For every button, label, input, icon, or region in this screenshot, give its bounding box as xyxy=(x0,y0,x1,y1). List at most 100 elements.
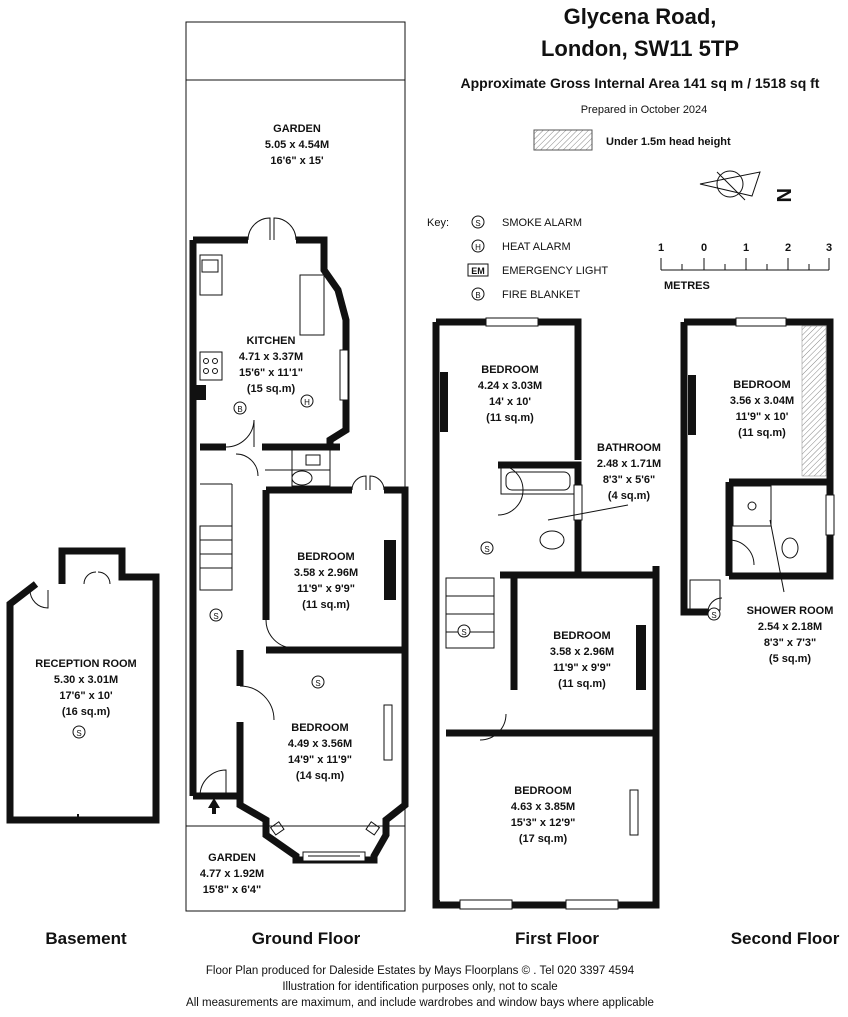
svg-text:BEDROOM: BEDROOM xyxy=(481,364,538,376)
floor-title-first: First Floor xyxy=(515,929,599,948)
garden-boundary xyxy=(185,21,406,912)
low-head-height-area xyxy=(801,325,827,477)
second-floor-plan xyxy=(680,317,835,616)
fire-blanket-icon: B xyxy=(475,291,480,300)
svg-text:METRES: METRES xyxy=(664,280,710,292)
svg-text:2: 2 xyxy=(785,242,791,254)
svg-text:4.77 x 1.92M: 4.77 x 1.92M xyxy=(200,868,264,880)
address-line1: Glycena Road, xyxy=(564,4,717,29)
svg-text:8'3" x 5'6": 8'3" x 5'6" xyxy=(603,474,655,486)
svg-text:RECEPTION ROOM: RECEPTION ROOM xyxy=(35,658,136,670)
footer-disclaimer: Illustration for identification purposes… xyxy=(282,981,557,993)
svg-text:BEDROOM: BEDROOM xyxy=(733,379,790,391)
svg-text:(4 sq.m): (4 sq.m) xyxy=(608,490,651,502)
room-sf-bedroom: BEDROOM 3.56 x 3.04M 11'9" x 10' (11 sq.… xyxy=(730,379,794,439)
svg-text:S: S xyxy=(484,545,489,554)
svg-text:(17 sq.m): (17 sq.m) xyxy=(519,833,568,845)
emergency-light-icon: EM xyxy=(471,266,485,276)
room-gf-bedroom-front: BEDROOM 4.49 x 3.56M 14'9" x 11'9" (14 s… xyxy=(288,722,352,782)
room-garden-front: GARDEN 4.77 x 1.92M 15'8" x 6'4" xyxy=(200,852,264,896)
floor-title-second: Second Floor xyxy=(731,929,840,948)
svg-text:H: H xyxy=(304,398,310,407)
svg-text:0: 0 xyxy=(701,242,707,254)
room-shower: SHOWER ROOM 2.54 x 2.18M 8'3" x 7'3" (5 … xyxy=(747,519,834,665)
prepared-date: Prepared in October 2024 xyxy=(581,104,708,116)
first-floor-plan xyxy=(432,317,660,910)
smoke-alarm-icon: S xyxy=(72,725,86,739)
svg-text:KITCHEN: KITCHEN xyxy=(247,335,296,347)
svg-text:S: S xyxy=(315,679,320,688)
basement-plan xyxy=(6,547,160,824)
svg-text:(15 sq.m): (15 sq.m) xyxy=(247,383,296,395)
room-kitchen: KITCHEN 4.71 x 3.37M 15'6" x 11'1" (15 s… xyxy=(239,335,303,395)
smoke-alarm-icon: S xyxy=(475,219,480,228)
north-label: N xyxy=(772,188,794,202)
smoke-alarm-icon: S xyxy=(480,541,494,555)
svg-text:4.63 x 3.85M: 4.63 x 3.85M xyxy=(511,801,575,813)
key-label: EMERGENCY LIGHT xyxy=(502,265,608,277)
svg-text:1: 1 xyxy=(743,242,749,254)
svg-text:3: 3 xyxy=(826,242,832,254)
heat-alarm-icon: H xyxy=(300,394,314,408)
heat-alarm-icon: H xyxy=(475,243,481,252)
svg-text:8'3" x 7'3": 8'3" x 7'3" xyxy=(764,637,816,649)
room-ff-bedroom-mid: BEDROOM 3.58 x 2.96M 11'9" x 9'9" (11 sq… xyxy=(550,630,614,690)
footer-measurements-note: All measurements are maximum, and includ… xyxy=(186,997,654,1009)
svg-text:BEDROOM: BEDROOM xyxy=(297,551,354,563)
room-ff-bedroom-front: BEDROOM 4.63 x 3.85M 15'3" x 12'9" (17 s… xyxy=(511,785,576,845)
svg-text:(11 sq.m): (11 sq.m) xyxy=(302,599,350,611)
svg-text:2.54 x 2.18M: 2.54 x 2.18M xyxy=(758,621,822,633)
svg-text:14'9" x 11'9": 14'9" x 11'9" xyxy=(288,754,352,766)
svg-text:(16 sq.m): (16 sq.m) xyxy=(62,706,111,718)
room-reception: RECEPTION ROOM 5.30 x 3.01M 17'6" x 10' … xyxy=(35,658,136,718)
room-gf-bedroom-rear: BEDROOM 3.58 x 2.96M 11'9" x 9'9" (11 sq… xyxy=(294,551,358,611)
svg-text:BEDROOM: BEDROOM xyxy=(553,630,610,642)
svg-text:11'9" x 9'9": 11'9" x 9'9" xyxy=(553,662,611,674)
ground-floor-plan xyxy=(185,21,409,912)
key-label: FIRE BLANKET xyxy=(502,289,581,301)
key-heat-alarm: H HEAT ALARM xyxy=(471,239,571,253)
svg-text:(5 sq.m): (5 sq.m) xyxy=(769,653,812,665)
footer-credit: Floor Plan produced for Daleside Estates… xyxy=(206,965,635,977)
key-emergency-light: EM EMERGENCY LIGHT xyxy=(467,263,608,277)
svg-text:3.56 x 3.04M: 3.56 x 3.04M xyxy=(730,395,794,407)
svg-text:1: 1 xyxy=(658,242,664,254)
key-label: HEAT ALARM xyxy=(502,241,571,253)
svg-text:SHOWER ROOM: SHOWER ROOM xyxy=(747,605,834,617)
key-label: SMOKE ALARM xyxy=(502,217,582,229)
gross-area: Approximate Gross Internal Area 141 sq m… xyxy=(461,75,820,91)
room-garden-rear: GARDEN 5.05 x 4.54M 16'6" x 15' xyxy=(265,123,329,167)
head-height-swatch xyxy=(533,129,593,151)
svg-text:GARDEN: GARDEN xyxy=(273,123,321,135)
svg-text:S: S xyxy=(76,729,81,738)
smoke-alarm-icon: S xyxy=(707,607,721,621)
svg-text:GARDEN: GARDEN xyxy=(208,852,256,864)
scale-bar: 1 0 1 2 3 METRES xyxy=(658,242,832,292)
north-arrow-icon xyxy=(699,170,761,201)
svg-text:11'9" x 9'9": 11'9" x 9'9" xyxy=(297,583,355,595)
svg-text:5.05 x 4.54M: 5.05 x 4.54M xyxy=(265,139,329,151)
svg-text:15'8" x 6'4": 15'8" x 6'4" xyxy=(203,884,261,896)
svg-text:17'6" x 10': 17'6" x 10' xyxy=(59,690,113,702)
svg-text:BEDROOM: BEDROOM xyxy=(291,722,348,734)
head-height-note: Under 1.5m head height xyxy=(606,136,731,148)
smoke-alarm-icon: S xyxy=(209,608,223,622)
svg-text:(11 sq.m): (11 sq.m) xyxy=(558,678,606,690)
room-bathroom: BATHROOM 2.48 x 1.71M 8'3" x 5'6" (4 sq.… xyxy=(547,442,661,521)
svg-text:2.48 x 1.71M: 2.48 x 1.71M xyxy=(597,458,661,470)
svg-text:11'9" x 10': 11'9" x 10' xyxy=(736,411,789,423)
smoke-alarm-icon: S xyxy=(311,675,325,689)
svg-text:15'3" x 12'9": 15'3" x 12'9" xyxy=(511,817,576,829)
smoke-alarm-icon: S xyxy=(457,624,471,638)
svg-text:14' x 10': 14' x 10' xyxy=(489,396,531,408)
floor-title-basement: Basement xyxy=(45,929,127,948)
key-smoke-alarm: S SMOKE ALARM xyxy=(471,215,582,229)
svg-text:S: S xyxy=(711,611,716,620)
svg-text:15'6" x 11'1": 15'6" x 11'1" xyxy=(239,367,303,379)
room-ff-bedroom-rear: BEDROOM 4.24 x 3.03M 14' x 10' (11 sq.m) xyxy=(478,364,542,424)
svg-text:3.58 x 2.96M: 3.58 x 2.96M xyxy=(550,646,614,658)
svg-text:B: B xyxy=(237,405,242,414)
entrance-arrow-icon xyxy=(208,798,220,814)
floor-title-ground: Ground Floor xyxy=(252,929,361,948)
